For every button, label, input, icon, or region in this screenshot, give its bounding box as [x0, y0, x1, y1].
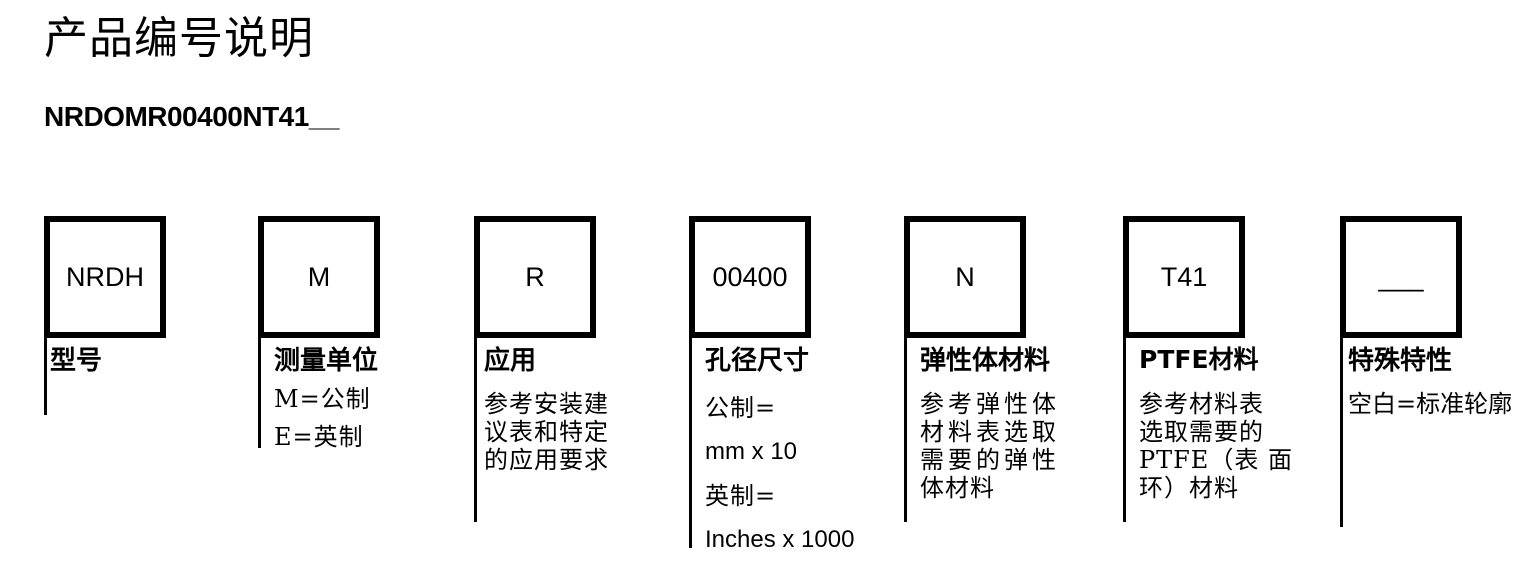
- description-line: M=公制: [274, 385, 371, 413]
- segment-description: 空白=标准轮廓: [1348, 390, 1512, 418]
- description-line: 议表和特定: [484, 418, 609, 446]
- segment-description: M=公制 E=英制: [274, 380, 371, 456]
- segment-label: 孔径尺寸: [705, 346, 810, 376]
- code-box: NRDH: [44, 216, 166, 338]
- description-line: 选取需要的: [1139, 418, 1264, 446]
- segment-label: 型号: [50, 346, 103, 376]
- code-box: ___: [1340, 216, 1462, 338]
- segment-label: 测量单位: [274, 346, 379, 376]
- code-box: T41: [1123, 216, 1245, 338]
- segment-label: PTFE材料: [1139, 345, 1259, 374]
- segment-description: 参考弹性体 材料表选取 需要的弹性 体材料: [920, 390, 1060, 502]
- divider-line: [904, 338, 907, 522]
- description-line: 环）材料: [1139, 474, 1239, 502]
- description-line: Inches x 1000: [705, 526, 855, 553]
- segment-description: 参考材料表 选取需要的 PTFE（表 面 环）材料: [1139, 390, 1293, 502]
- divider-line: [44, 338, 47, 415]
- description-line: 参考材料表: [1139, 390, 1264, 418]
- divider-line: [689, 338, 692, 548]
- divider-line: [258, 338, 261, 448]
- code-box: R: [474, 216, 596, 338]
- segment-label: 弹性体材料: [920, 346, 1051, 376]
- description-line: E=英制: [274, 423, 364, 451]
- page-title: 产品编号说明: [44, 13, 314, 64]
- description-line: 材料表选取: [920, 418, 1060, 446]
- divider-line: [1340, 338, 1343, 527]
- segment-description: 公制= mm x 10 英制= Inches x 1000: [705, 386, 854, 562]
- segment-label: 应用: [484, 346, 537, 376]
- description-line: 的应用要求: [484, 446, 609, 474]
- description-line: PTFE（表 面: [1139, 446, 1293, 474]
- product-code: NRDOMR00400NT41__: [44, 101, 339, 132]
- segment-description: 参考安装建 议表和特定 的应用要求: [484, 390, 609, 474]
- code-box: 00400: [689, 216, 811, 338]
- segment-label: 特殊特性: [1348, 346, 1453, 376]
- description-line: 参考弹性体: [920, 390, 1060, 418]
- divider-line: [1123, 338, 1126, 522]
- description-line: 英制=: [705, 482, 777, 510]
- description-line: 空白=标准轮廓: [1348, 390, 1513, 418]
- code-box: M: [258, 216, 380, 338]
- description-line: 公制=: [705, 394, 777, 422]
- description-line: 体材料: [920, 474, 995, 502]
- code-box: N: [904, 216, 1026, 338]
- description-line: 参考安装建: [484, 390, 609, 418]
- divider-line: [474, 338, 477, 522]
- description-line: mm x 10: [705, 438, 798, 465]
- description-line: 需要的弹性: [920, 446, 1060, 474]
